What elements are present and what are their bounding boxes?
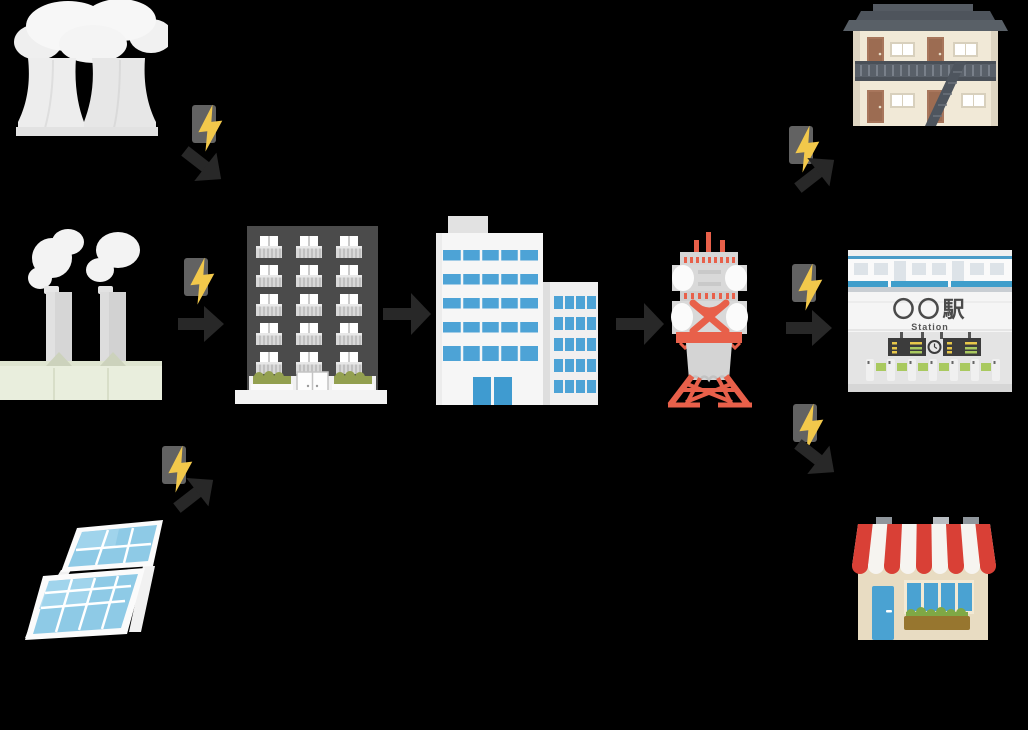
flow-tower-to-apartment	[783, 120, 841, 196]
flow-cooling-to-building	[178, 103, 236, 187]
storefront-shop	[848, 516, 1010, 642]
arrow-office-to-tower	[616, 303, 664, 345]
two-story-apartment	[843, 4, 1008, 132]
train-windows	[854, 261, 1004, 281]
concourse-floor	[848, 384, 1012, 392]
station-facade	[848, 292, 1012, 332]
tower-body	[686, 343, 732, 383]
roof	[843, 4, 1008, 31]
red-dash-row-1	[684, 257, 735, 263]
office-building	[432, 212, 602, 408]
station-sign-japanese: 〇〇駅	[892, 297, 968, 322]
apartment-building-icon	[235, 226, 387, 404]
train	[848, 250, 1012, 292]
lightning-bolt-icon	[192, 103, 229, 152]
awning	[852, 524, 996, 574]
base-platform	[235, 390, 387, 404]
two-story-apartment-icon	[843, 4, 1008, 126]
train-station-icon	[848, 250, 1012, 392]
lightning-bolt-icon	[184, 256, 221, 305]
lattice-legs	[667, 374, 752, 408]
hedge-left	[251, 371, 293, 390]
flow-arrow-icon	[786, 310, 832, 346]
annex-building	[543, 282, 598, 405]
lightning-bolt-icon	[162, 444, 199, 493]
floors	[255, 235, 363, 375]
transmission-tower-icon	[667, 232, 752, 408]
awning-scallops	[852, 558, 996, 574]
roof-stubs	[876, 517, 979, 527]
lightning-bolt-icon	[792, 262, 829, 311]
flow-arrow-icon	[166, 466, 224, 523]
cooling-tower-plant	[8, 0, 173, 136]
lightning-bolt-icon	[789, 124, 826, 173]
flow-arrow-icon	[178, 306, 224, 342]
hedge-right	[332, 371, 374, 390]
solar-panel-array-icon	[25, 520, 163, 640]
smoke-clouds	[28, 229, 140, 289]
shop-door	[872, 586, 894, 640]
flow-arrow-icon	[787, 430, 845, 487]
dark-apartment-building	[235, 224, 387, 404]
balcony-railing	[855, 61, 996, 81]
smokestack-factory-icon	[0, 229, 162, 400]
storefront-icon	[852, 517, 996, 640]
crossarm-upper	[672, 265, 747, 291]
entrance-door	[473, 377, 512, 405]
rooftop-structure	[448, 216, 488, 234]
flow-solar-to-building	[158, 444, 220, 514]
train-station: 〇〇駅 Station	[848, 248, 1012, 392]
cooling-towers	[16, 58, 158, 136]
thermal-power-plant	[0, 228, 162, 400]
flow-arrow-icon	[787, 146, 845, 203]
departure-boards	[888, 332, 981, 356]
concourse	[848, 332, 1012, 392]
plant-building	[0, 352, 162, 400]
steam-clouds	[14, 0, 173, 63]
flow-thermal-to-building	[176, 256, 234, 348]
transmission-tower	[660, 226, 760, 408]
station-sign-english: Station	[911, 322, 949, 332]
lower-panel	[25, 568, 145, 640]
flow-arrow-icon	[174, 137, 232, 194]
red-dash-row-2	[684, 293, 735, 299]
flow-tower-to-shop	[785, 402, 843, 482]
arrow-building-to-office	[383, 293, 431, 335]
planter	[904, 607, 970, 630]
lightning-bolt-icon	[793, 402, 830, 451]
ticket-gates	[866, 359, 1000, 381]
flow-tower-to-station	[780, 260, 842, 350]
solar-farm	[25, 520, 167, 642]
crossarm-lower	[671, 299, 748, 335]
antennas	[694, 232, 725, 256]
staircase	[925, 62, 966, 126]
office-building-icon	[436, 216, 598, 405]
cooling-tower-power-plant-icon	[14, 0, 173, 136]
upper-panel	[61, 520, 163, 572]
window-mullions	[443, 250, 538, 361]
